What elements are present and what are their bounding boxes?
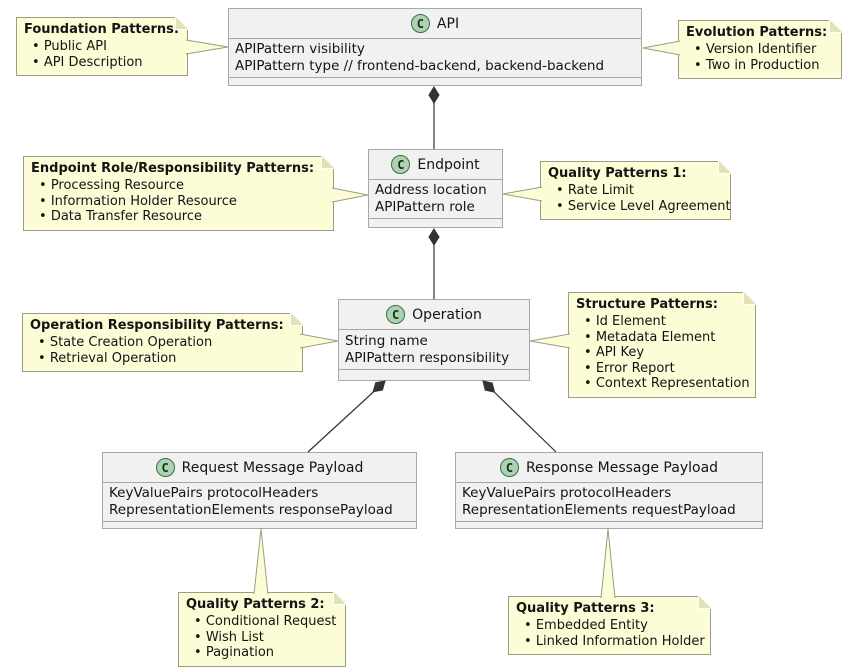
attribute: APIPattern visibility [235, 41, 365, 57]
note-pointer-structure [529, 333, 571, 349]
class-endpoint-attributes: Address location APIPattern role [369, 179, 502, 218]
note-structure-patterns: Structure Patterns: Id Element Metadata … [568, 292, 756, 398]
attribute: APIPattern responsibility [345, 349, 510, 366]
class-api: C API APIPattern visibility APIPattern t… [228, 8, 642, 86]
note-title: Foundation Patterns: [24, 22, 180, 37]
note-items: Conditional Request Wish List Pagination [186, 614, 339, 661]
class-operation-header: C Operation [339, 300, 529, 329]
class-operation-name: Operation [412, 306, 482, 323]
note-item: API Description [32, 55, 181, 71]
attribute: KeyValuePairs protocolHeaders [109, 485, 319, 501]
note-quality-patterns-3: Quality Patterns 3: Embedded Entity Link… [508, 596, 711, 655]
note-item: Information Holder Resource [39, 194, 327, 210]
note-item: Rate Limit [556, 183, 724, 199]
note-pointer-foundation [185, 39, 229, 55]
note-items: Processing Resource Information Holder R… [31, 178, 327, 225]
note-items: State Creation Operation Retrieval Opera… [30, 335, 296, 366]
attribute: RepresentationElements requestPayload [462, 502, 736, 518]
class-api-attributes: APIPattern visibility APIPattern type //… [229, 38, 641, 77]
note-item: Two in Production [694, 58, 835, 74]
class-request-operations-empty [103, 521, 416, 532]
note-title: Quality Patterns 3: [516, 601, 655, 616]
class-response-attributes: KeyValuePairs protocolHeaders Representa… [456, 482, 762, 521]
note-foundation-patterns: Foundation Patterns: Public API API Desc… [16, 17, 188, 76]
class-endpoint-operations-empty [369, 218, 502, 229]
class-circle-icon: C [391, 155, 411, 174]
class-request-attributes: KeyValuePairs protocolHeaders Representa… [103, 482, 416, 521]
note-title: Endpoint Role/Responsibility Patterns: [31, 161, 315, 176]
class-response-operations-empty [456, 521, 762, 532]
edge-operation-response [486, 384, 557, 453]
note-items: Public API API Description [24, 39, 181, 70]
note-title: Quality Patterns 1: [548, 166, 687, 181]
attribute: String name [345, 332, 428, 349]
attribute: APIPattern role [375, 199, 475, 215]
note-item: Conditional Request [194, 614, 339, 630]
attribute: APIPattern type // frontend-backend, bac… [235, 58, 605, 74]
class-circle-icon: C [386, 305, 406, 324]
class-response-name: Response Message Payload [525, 459, 719, 476]
note-item: Data Transfer Resource [39, 209, 327, 225]
class-response-header: C Response Message Payload [456, 453, 762, 482]
class-api-operations-empty [229, 77, 641, 88]
note-pointer-operation-responsibility [299, 333, 339, 349]
note-item: Id Element [584, 314, 749, 330]
note-item: Error Report [584, 361, 749, 377]
note-item: Processing Resource [39, 178, 327, 194]
class-operation: C Operation String name APIPattern respo… [338, 299, 530, 381]
note-title: Quality Patterns 2: [186, 597, 325, 612]
class-circle-icon: C [410, 14, 430, 33]
note-item: Linked Information Holder [524, 634, 705, 650]
note-operation-responsibility-patterns: Operation Responsibility Patterns: State… [22, 313, 303, 372]
note-item: Embedded Entity [524, 618, 704, 634]
note-item: Public API [32, 39, 181, 55]
note-title: Operation Responsibility Patterns: [30, 318, 284, 333]
note-pointer-evolution [642, 40, 681, 56]
note-pointer-endpoint-role [331, 187, 369, 203]
class-request-name: Request Message Payload [181, 459, 364, 476]
note-pointer-quality3 [600, 528, 616, 599]
note-item: State Creation Operation [38, 335, 296, 351]
class-api-name: API [436, 15, 460, 32]
note-quality-patterns-1: Quality Patterns 1: Rate Limit Service L… [540, 161, 731, 220]
attribute: KeyValuePairs protocolHeaders [462, 485, 672, 501]
class-endpoint-name: Endpoint [417, 156, 480, 173]
attribute: Address location [375, 182, 487, 198]
class-request-header: C Request Message Payload [103, 453, 416, 482]
class-operation-attributes: String name APIPattern responsibility [339, 329, 529, 369]
note-pointer-quality2 [253, 528, 269, 595]
note-item: Pagination [194, 645, 339, 661]
edge-operation-request [307, 384, 382, 453]
note-pointer-quality1 [502, 186, 543, 202]
class-circle-icon: C [499, 458, 519, 477]
class-request-message-payload: C Request Message Payload KeyValuePairs … [102, 452, 417, 529]
note-quality-patterns-2: Quality Patterns 2: Conditional Request … [178, 592, 346, 667]
note-item: Service Level Agreement [556, 199, 731, 215]
note-items: Version Identifier Two in Production [686, 42, 835, 73]
note-items: Id Element Metadata Element API Key Erro… [576, 314, 750, 392]
note-item: Version Identifier [694, 42, 835, 58]
note-title: Structure Patterns: [576, 297, 718, 312]
note-endpoint-role-patterns: Endpoint Role/Responsibility Patterns: P… [23, 156, 334, 231]
class-operation-operations-empty [339, 369, 529, 380]
attribute: RepresentationElements responsePayload [109, 502, 393, 518]
note-item: Wish List [194, 630, 339, 646]
class-endpoint: C Endpoint Address location APIPattern r… [368, 149, 503, 228]
note-items: Rate Limit Service Level Agreement [548, 183, 731, 215]
class-circle-icon: C [155, 458, 175, 477]
class-api-header: C API [229, 9, 641, 38]
note-evolution-patterns: Evolution Patterns: Version Identifier T… [678, 20, 842, 79]
class-response-message-payload: C Response Message Payload KeyValuePairs… [455, 452, 763, 529]
note-item: Context Representation [584, 376, 750, 392]
composition-diamond-api [428, 86, 440, 104]
class-endpoint-header: C Endpoint [369, 150, 502, 179]
note-items: Embedded Entity Linked Information Holde… [516, 618, 705, 650]
note-title: Evolution Patterns: [686, 25, 828, 40]
note-item: API Key [584, 345, 749, 361]
note-item: Metadata Element [584, 330, 749, 346]
note-item: Retrieval Operation [38, 351, 296, 367]
composition-diamond-endpoint [428, 228, 440, 246]
